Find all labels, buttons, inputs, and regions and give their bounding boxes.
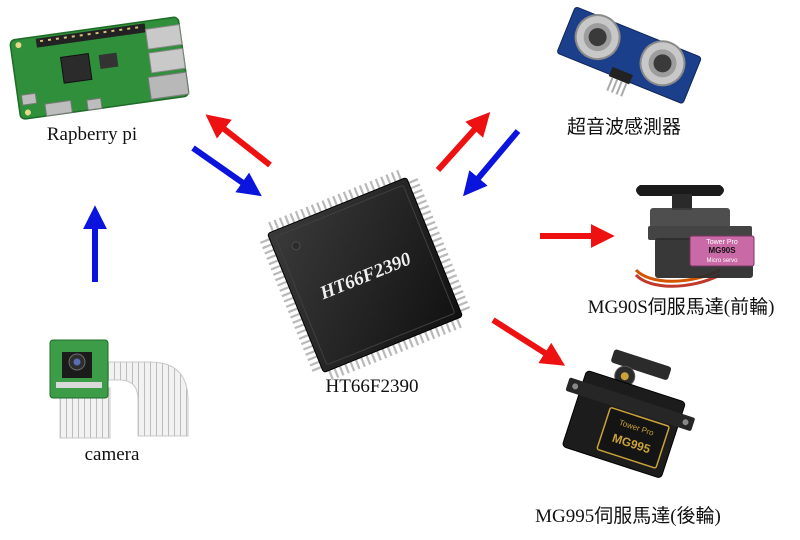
- mg90s-servo: Tower Pro MG90S Micro servo: [634, 185, 755, 288]
- raspberry-pi-board: [9, 16, 190, 120]
- arrows: [83, 111, 615, 366]
- arrow-pi-to-mcu: [191, 145, 262, 197]
- arrow-mcu-to-mg995: [491, 317, 566, 366]
- label-camera: camera: [85, 444, 140, 465]
- label-raspberry-pi: Rapberry pi: [47, 124, 137, 145]
- arrow-mcu-to-sensor: [435, 111, 491, 173]
- label-servo-rear: MG995伺服馬達(後輪): [535, 505, 721, 527]
- label-servo-front: MG90S伺服馬達(前輪): [588, 296, 775, 318]
- ultrasonic-sensor: [557, 6, 702, 104]
- label-mcu: HT66F2390: [326, 376, 419, 397]
- arrow-sensor-to-mcu: [463, 129, 521, 197]
- label-ultrasonic-sensor: 超音波感測器: [567, 116, 681, 138]
- mg90s-brand: Tower Pro: [706, 239, 738, 246]
- mg90s-subtitle: Micro servo: [706, 258, 738, 264]
- mcu-chip: HT66F2390: [259, 169, 471, 381]
- arrow-mcu-to-pi: [205, 114, 272, 168]
- mg995-servo: Tower Pro MG995: [562, 349, 695, 478]
- mg90s-model: MG90S: [708, 246, 736, 255]
- camera-module: [49, 339, 189, 439]
